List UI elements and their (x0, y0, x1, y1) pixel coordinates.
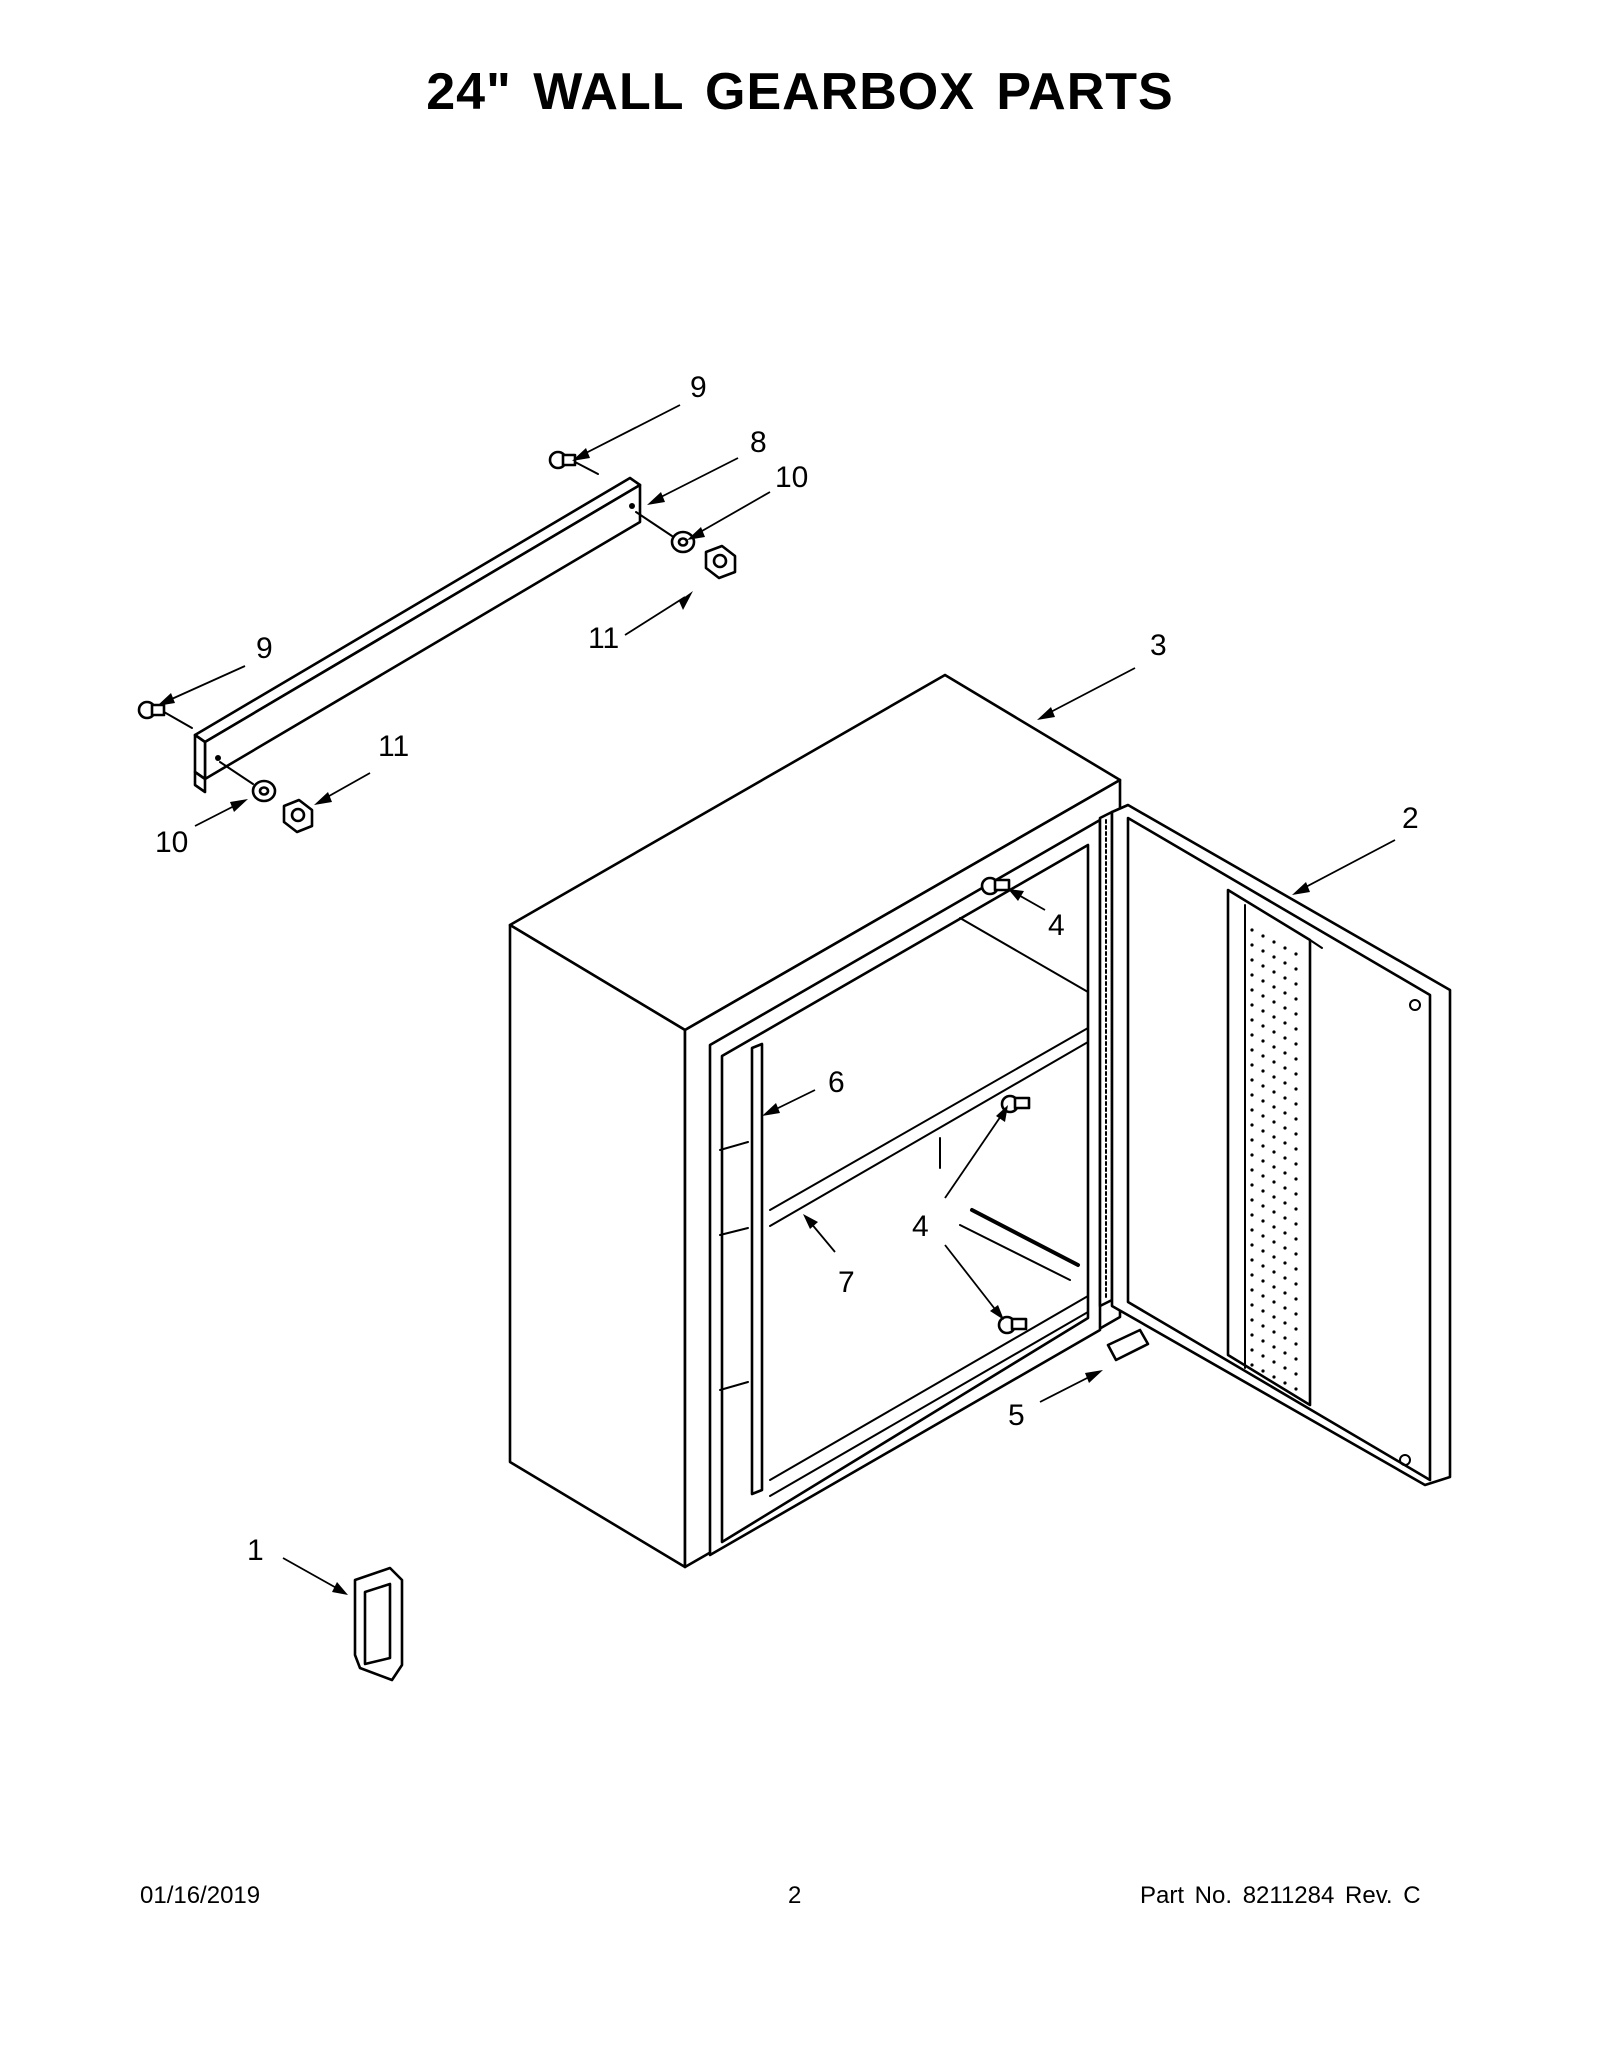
callout-11-top: 11 (588, 622, 619, 655)
callout-9-left: 9 (256, 632, 273, 665)
footer-page-number: 2 (788, 1882, 802, 1909)
callout-2: 2 (1402, 802, 1419, 835)
footer-part-number: Part No. 8211284 Rev. C (1140, 1882, 1421, 1909)
callout-5: 5 (1008, 1399, 1025, 1432)
side-strip (750, 1042, 764, 1496)
door (1110, 803, 1452, 1487)
callout-8: 8 (750, 426, 767, 459)
leader-lines (157, 404, 1396, 1595)
callout-4-top: 4 (1048, 909, 1065, 942)
callout-10-top: 10 (775, 461, 808, 494)
nut-top (704, 544, 737, 580)
callout-10-left: 10 (155, 826, 188, 859)
nut-left (282, 798, 314, 834)
mounting-rail (193, 476, 642, 794)
callout-4-middle: 4 (912, 1210, 929, 1243)
callout-11-left: 11 (378, 730, 409, 763)
page-title: 24" WALL GEARBOX PARTS (426, 63, 1174, 121)
callout-7: 7 (838, 1266, 855, 1299)
door-screw-top (980, 876, 1011, 896)
cabinet (508, 673, 1122, 1569)
washer-top (635, 511, 696, 554)
hinge (1098, 810, 1114, 1308)
callout-1: 1 (247, 1534, 264, 1567)
handle (353, 1566, 404, 1682)
rail-screw-top (548, 450, 599, 475)
washer-left (219, 761, 277, 803)
callout-6: 6 (828, 1066, 845, 1099)
magnet (1106, 1328, 1150, 1362)
footer-date: 01/16/2019 (140, 1882, 261, 1909)
rail-screw-left (137, 700, 193, 729)
callout-9-top: 9 (690, 371, 707, 404)
callout-3: 3 (1150, 629, 1167, 662)
bottom-screw (997, 1315, 1028, 1335)
